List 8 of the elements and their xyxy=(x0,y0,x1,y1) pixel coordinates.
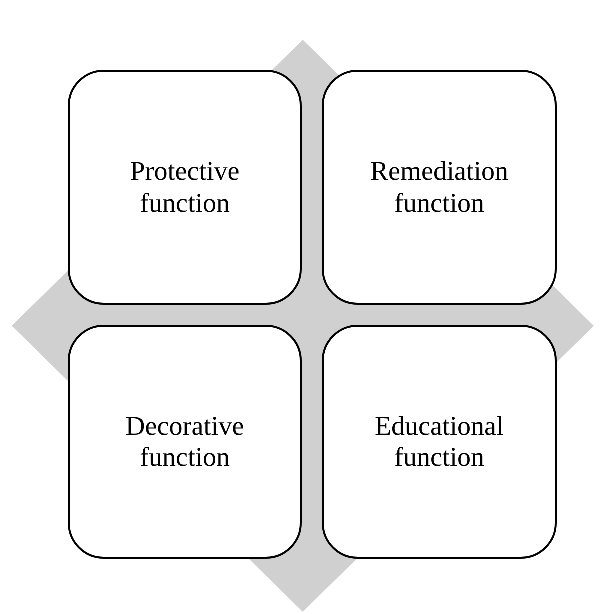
box-label: Remediation function xyxy=(370,156,510,219)
rounded-box xyxy=(322,70,557,305)
box-label: Educational function xyxy=(374,410,505,474)
rounded-box xyxy=(322,325,557,559)
box-label: Decorative function xyxy=(124,410,246,474)
rounded-box xyxy=(68,325,302,559)
rounded-box xyxy=(68,70,302,305)
box-label: Protective function xyxy=(129,156,241,219)
